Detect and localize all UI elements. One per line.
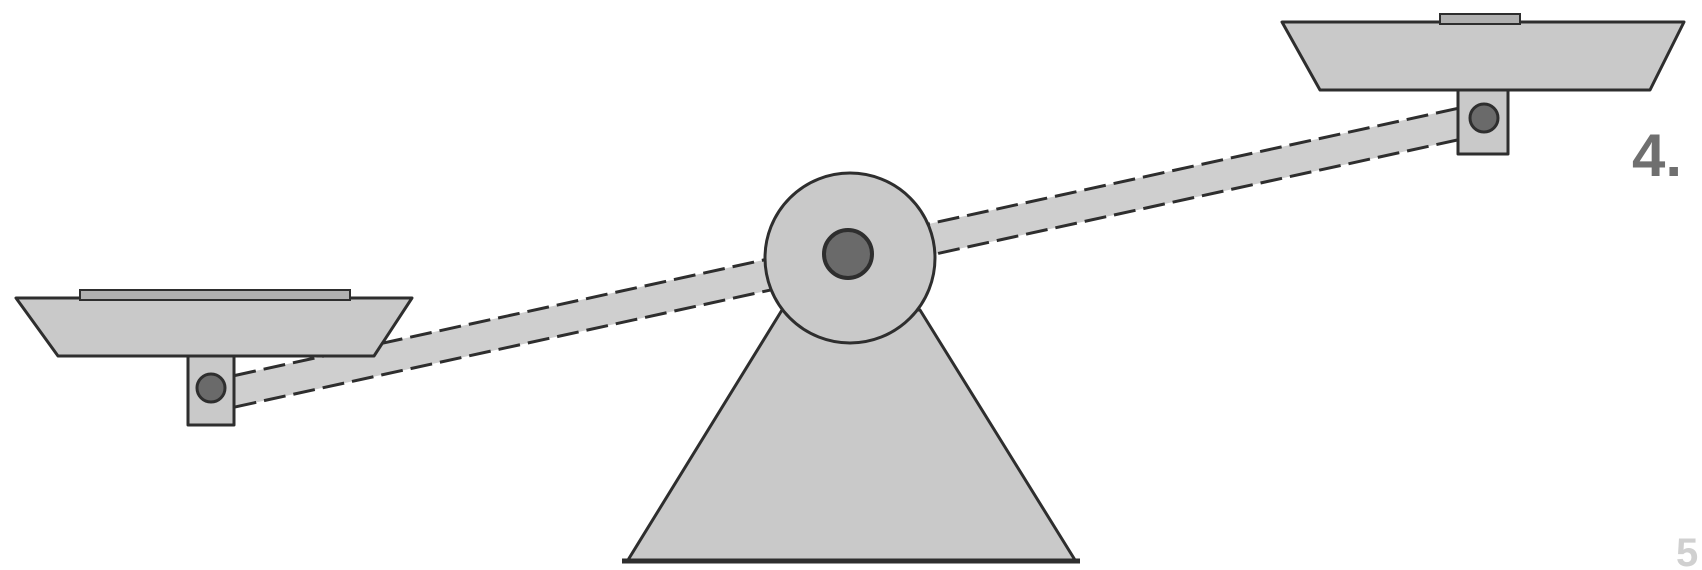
right-pan-assembly	[1282, 14, 1684, 154]
right-pan	[1282, 22, 1684, 90]
support-stand	[628, 310, 1075, 560]
right-pan-rim	[1440, 14, 1520, 24]
central-pivot	[824, 230, 872, 278]
partial-edge-mark: 5	[1676, 531, 1698, 570]
left-pan-pivot	[197, 374, 225, 402]
left-pan-assembly	[16, 290, 412, 425]
left-pan	[16, 298, 412, 356]
left-pan-rim	[80, 290, 350, 300]
right-pan-pivot	[1470, 104, 1498, 132]
question-number: 4.	[1632, 122, 1682, 189]
